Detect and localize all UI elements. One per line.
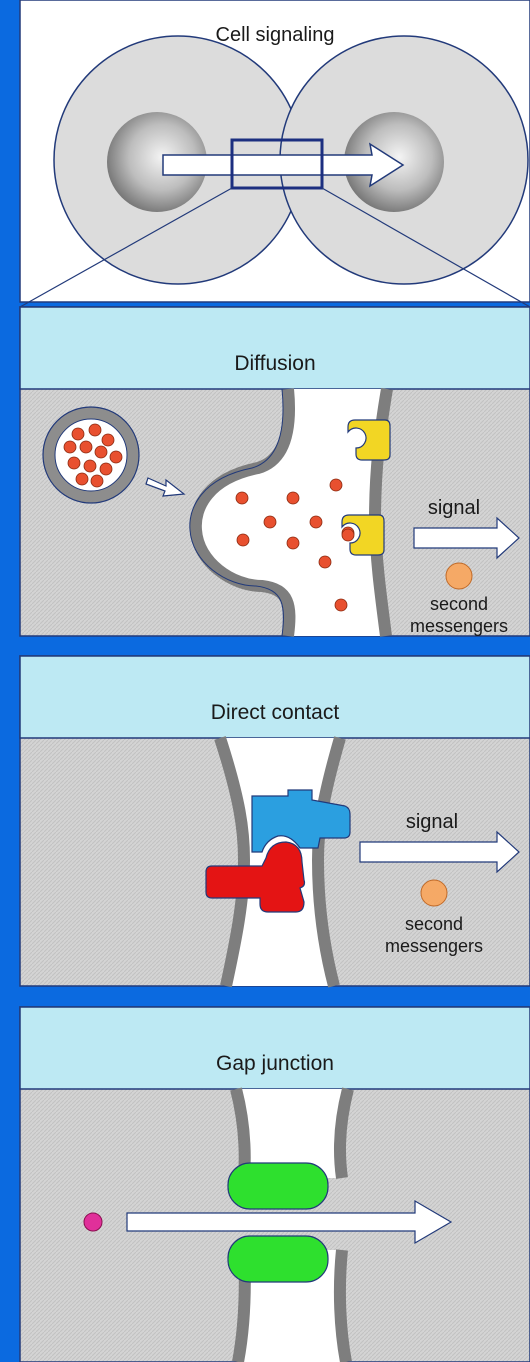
diffusion-title: Diffusion [234, 352, 315, 375]
direct-second-messenger-dot [421, 880, 447, 906]
direct-contact-panel: Direct contact signal second messengers [20, 656, 530, 986]
overview-title: Cell signaling [216, 24, 335, 46]
diffusion-signal-label: signal [428, 497, 480, 519]
gap-lower-right-membrane [340, 1250, 346, 1362]
overview-panel: Cell signaling [20, 0, 530, 307]
direct-messenger-line2: messengers [385, 936, 483, 956]
diffusion-messenger-line2: messengers [410, 616, 508, 636]
diffusion-header [20, 307, 530, 389]
direct-header [20, 656, 530, 738]
ion-dot [84, 1213, 102, 1231]
direct-signal-label: signal [406, 811, 458, 833]
gap-junction-panel: Gap junction [20, 1007, 530, 1362]
diffusion-second-messenger-dot [446, 563, 472, 589]
direct-title: Direct contact [211, 701, 340, 724]
connexon-upper [228, 1163, 328, 1209]
diffusion-messenger-line1: second [430, 594, 488, 614]
gap-title: Gap junction [216, 1052, 334, 1075]
connexon-lower [228, 1236, 328, 1282]
direct-messenger-line1: second [405, 914, 463, 934]
diffusion-panel: Diffusion signal second [20, 307, 530, 636]
gap-header [20, 1007, 530, 1089]
bound-molecule [342, 529, 354, 541]
